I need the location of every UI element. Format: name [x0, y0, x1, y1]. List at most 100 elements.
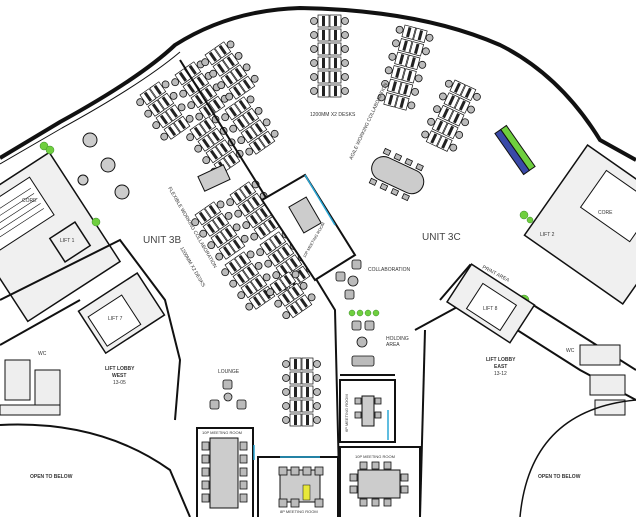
west-core	[0, 151, 122, 323]
chair	[282, 402, 290, 410]
east-core	[523, 143, 636, 306]
monitor	[406, 27, 412, 38]
chair	[237, 136, 246, 145]
chair	[254, 261, 263, 270]
core-label: CORE	[22, 198, 37, 204]
chair	[310, 87, 318, 95]
monitor	[214, 234, 224, 245]
chair	[392, 39, 400, 48]
chair	[422, 47, 430, 56]
chair	[266, 288, 275, 297]
chair	[272, 271, 281, 280]
chair	[256, 248, 265, 257]
monitor	[387, 94, 394, 106]
standing-bench	[494, 124, 536, 176]
chair	[195, 112, 204, 121]
monitor	[289, 257, 298, 268]
monitor	[334, 30, 337, 40]
chair	[160, 132, 169, 141]
chair	[217, 81, 226, 90]
monitor	[196, 76, 205, 87]
chair	[421, 130, 430, 139]
chair	[313, 402, 321, 410]
chair	[427, 117, 435, 126]
monitor	[406, 70, 413, 82]
monitor	[212, 99, 221, 110]
chair	[341, 17, 349, 25]
monitor	[273, 281, 283, 292]
monitor	[413, 43, 420, 55]
meeting-10p-east-label: 10P MEETING ROOM	[355, 454, 395, 459]
cafe-tables	[77, 132, 130, 200]
chair	[341, 73, 349, 81]
monitor	[167, 126, 177, 137]
monitor	[218, 44, 227, 55]
monitor	[208, 204, 217, 215]
chair	[282, 360, 290, 368]
chair	[209, 69, 218, 78]
chair	[407, 101, 416, 110]
chair	[455, 131, 464, 139]
monitor	[271, 253, 281, 264]
monitor	[211, 131, 220, 142]
chair	[341, 45, 349, 53]
chair	[232, 223, 241, 232]
chair	[226, 40, 235, 49]
monitor	[161, 96, 170, 107]
monitor	[243, 184, 252, 195]
monitor	[262, 134, 271, 145]
monitor	[395, 67, 401, 79]
facade-wall	[0, 5, 636, 162]
monitor	[201, 138, 211, 149]
monitor	[208, 51, 218, 62]
monitor	[238, 99, 247, 110]
chair	[264, 259, 273, 268]
chair	[433, 105, 441, 114]
chair	[439, 92, 447, 101]
desks-left-label: 1200MM X2 DESKS	[178, 246, 206, 289]
monitor	[204, 87, 213, 98]
monitor	[242, 79, 251, 90]
monitor	[267, 219, 276, 230]
wc-east	[579, 344, 626, 416]
monitor	[236, 118, 246, 129]
meeting-room-6p	[339, 379, 396, 443]
meeting-room-10p-top	[260, 173, 357, 282]
unit-3c-label: UNIT 3C	[422, 232, 461, 243]
monitor	[322, 58, 325, 68]
chair	[185, 114, 194, 123]
lobby-east-name: LIFT LOBBY	[486, 357, 516, 363]
lounge-seating	[209, 379, 247, 410]
monitor	[306, 415, 309, 425]
monitor	[442, 107, 450, 119]
chair	[282, 374, 290, 382]
chair	[152, 121, 161, 130]
wc-east-label: WC	[566, 348, 575, 354]
chair	[282, 388, 290, 396]
chair	[313, 360, 321, 368]
monitor	[169, 107, 178, 118]
monitor	[294, 359, 297, 369]
core-east-label: CORE	[598, 210, 613, 216]
meeting-room-10p-west	[196, 427, 255, 517]
chair	[467, 105, 475, 114]
desks-top-label: 1200MM X2 DESKS	[310, 112, 356, 118]
lift-7-label: LIFT 7	[108, 316, 123, 322]
chair	[377, 93, 386, 102]
desk-clusters	[136, 14, 481, 427]
chair	[186, 133, 195, 142]
monitor	[294, 415, 297, 425]
monitor	[193, 126, 203, 137]
chair	[388, 52, 397, 61]
monitor	[294, 373, 297, 383]
chair	[207, 241, 216, 250]
chair	[282, 311, 291, 320]
chair	[299, 281, 308, 290]
holding-label-2: AREA	[386, 342, 400, 348]
desk-cluster	[136, 80, 194, 141]
chair	[161, 80, 170, 89]
chair	[381, 79, 389, 88]
chair	[242, 221, 251, 230]
monitor	[391, 81, 398, 92]
lift-1-label: LIFT 1	[60, 238, 75, 244]
